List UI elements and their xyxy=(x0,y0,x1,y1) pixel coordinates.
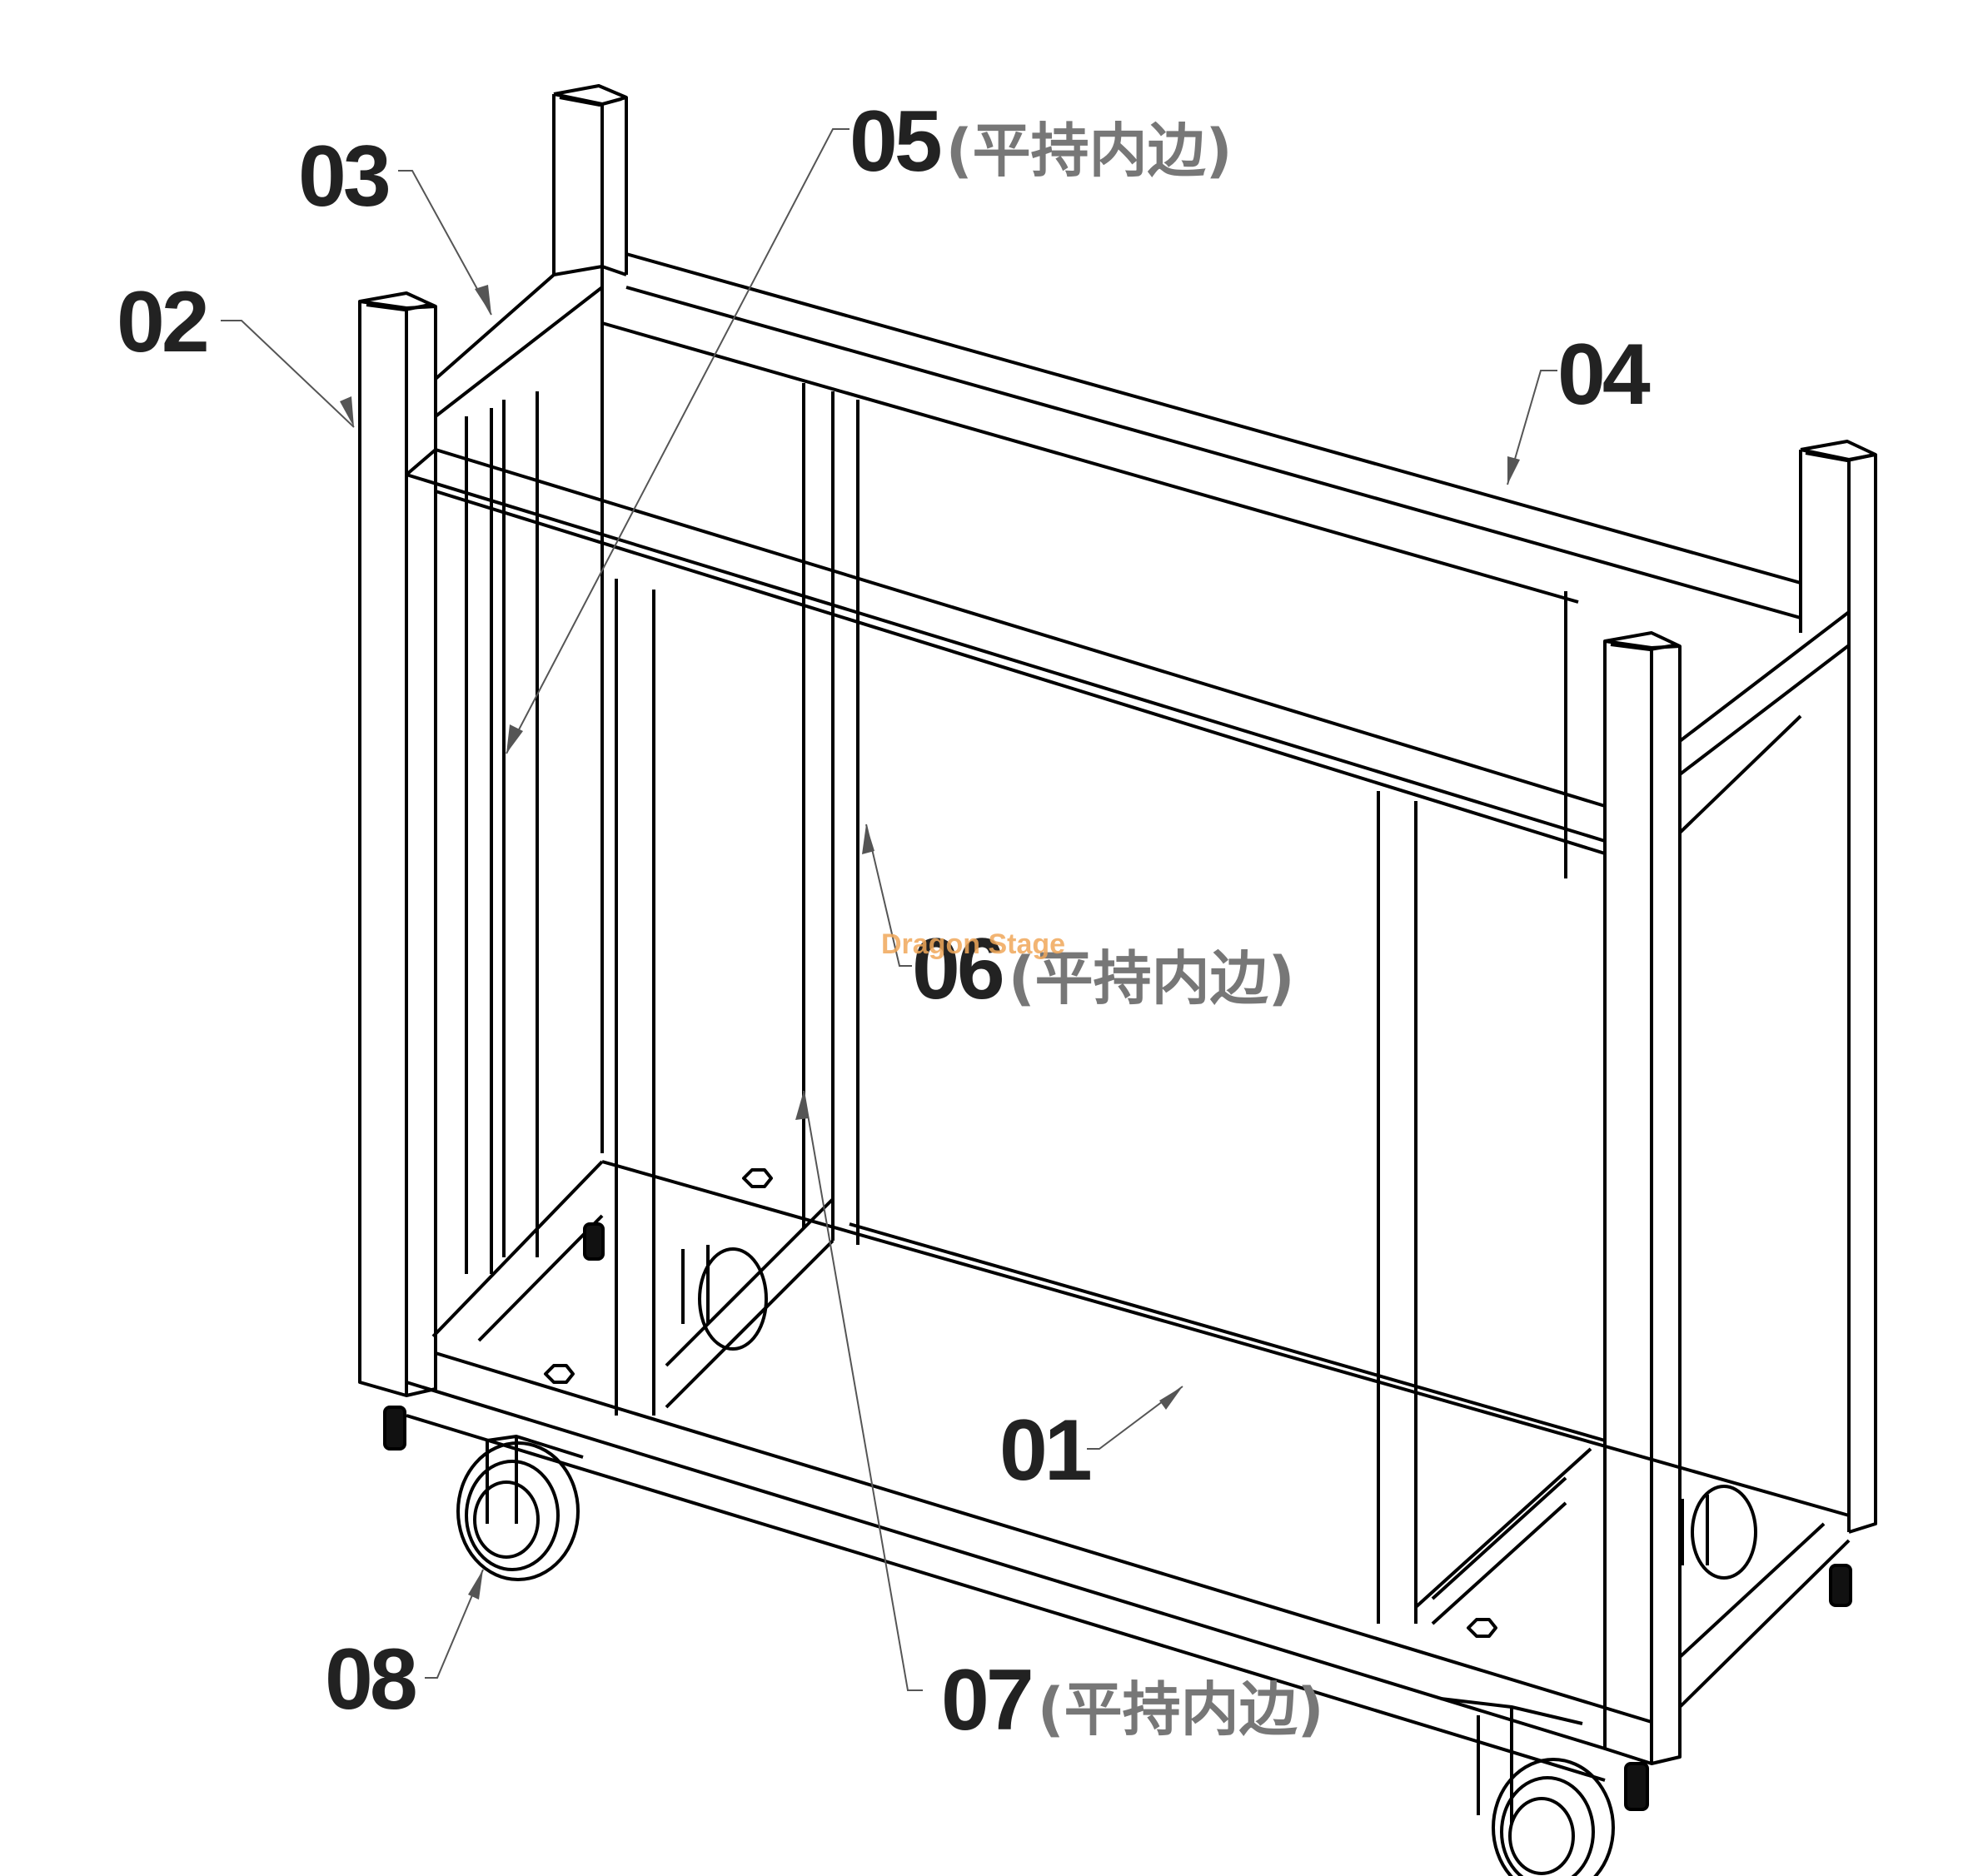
part-note: (平持内边) xyxy=(1008,944,1295,1013)
part-label-08: 08 xyxy=(325,1636,418,1723)
caster-back-left xyxy=(681,1245,768,1351)
caster-front-left xyxy=(456,1435,584,1581)
part-label-03: 03 xyxy=(298,133,391,220)
post-back-right xyxy=(1799,440,1877,1534)
part-label-05: 05(平持内边) xyxy=(850,98,1233,185)
caster-back-right xyxy=(1681,1485,1757,1580)
part-number: 03 xyxy=(298,128,391,225)
part-number: 08 xyxy=(325,1631,418,1728)
part-number: 07 xyxy=(941,1652,1034,1749)
bolt-icon xyxy=(544,1168,1497,1638)
post-back-left xyxy=(552,84,628,1153)
post-front-left xyxy=(358,291,437,1397)
part-number: 06 xyxy=(912,921,1005,1018)
part-number: 02 xyxy=(117,274,210,371)
post-front-right xyxy=(1603,631,1682,1765)
part-note: (平持内边) xyxy=(1037,1675,1324,1744)
leader-arrowheads xyxy=(340,285,1520,1600)
part-number: 04 xyxy=(1557,326,1651,423)
part-label-06: 06(平持内边) xyxy=(912,926,1295,1013)
part-label-07: 07(平持内边) xyxy=(941,1657,1324,1744)
part-number: 01 xyxy=(999,1402,1093,1499)
part-label-01: 01 xyxy=(999,1407,1093,1494)
part-label-04: 04 xyxy=(1557,331,1651,418)
foot-icon xyxy=(383,1222,1852,1811)
part-note: (平持内边) xyxy=(945,117,1233,185)
watermark: Dragon Stage xyxy=(881,928,1066,960)
part-label-02: 02 xyxy=(117,279,210,366)
part-number: 05 xyxy=(850,93,943,190)
leader-lines xyxy=(221,128,1557,1691)
caster-front-right xyxy=(1440,1697,1615,1876)
